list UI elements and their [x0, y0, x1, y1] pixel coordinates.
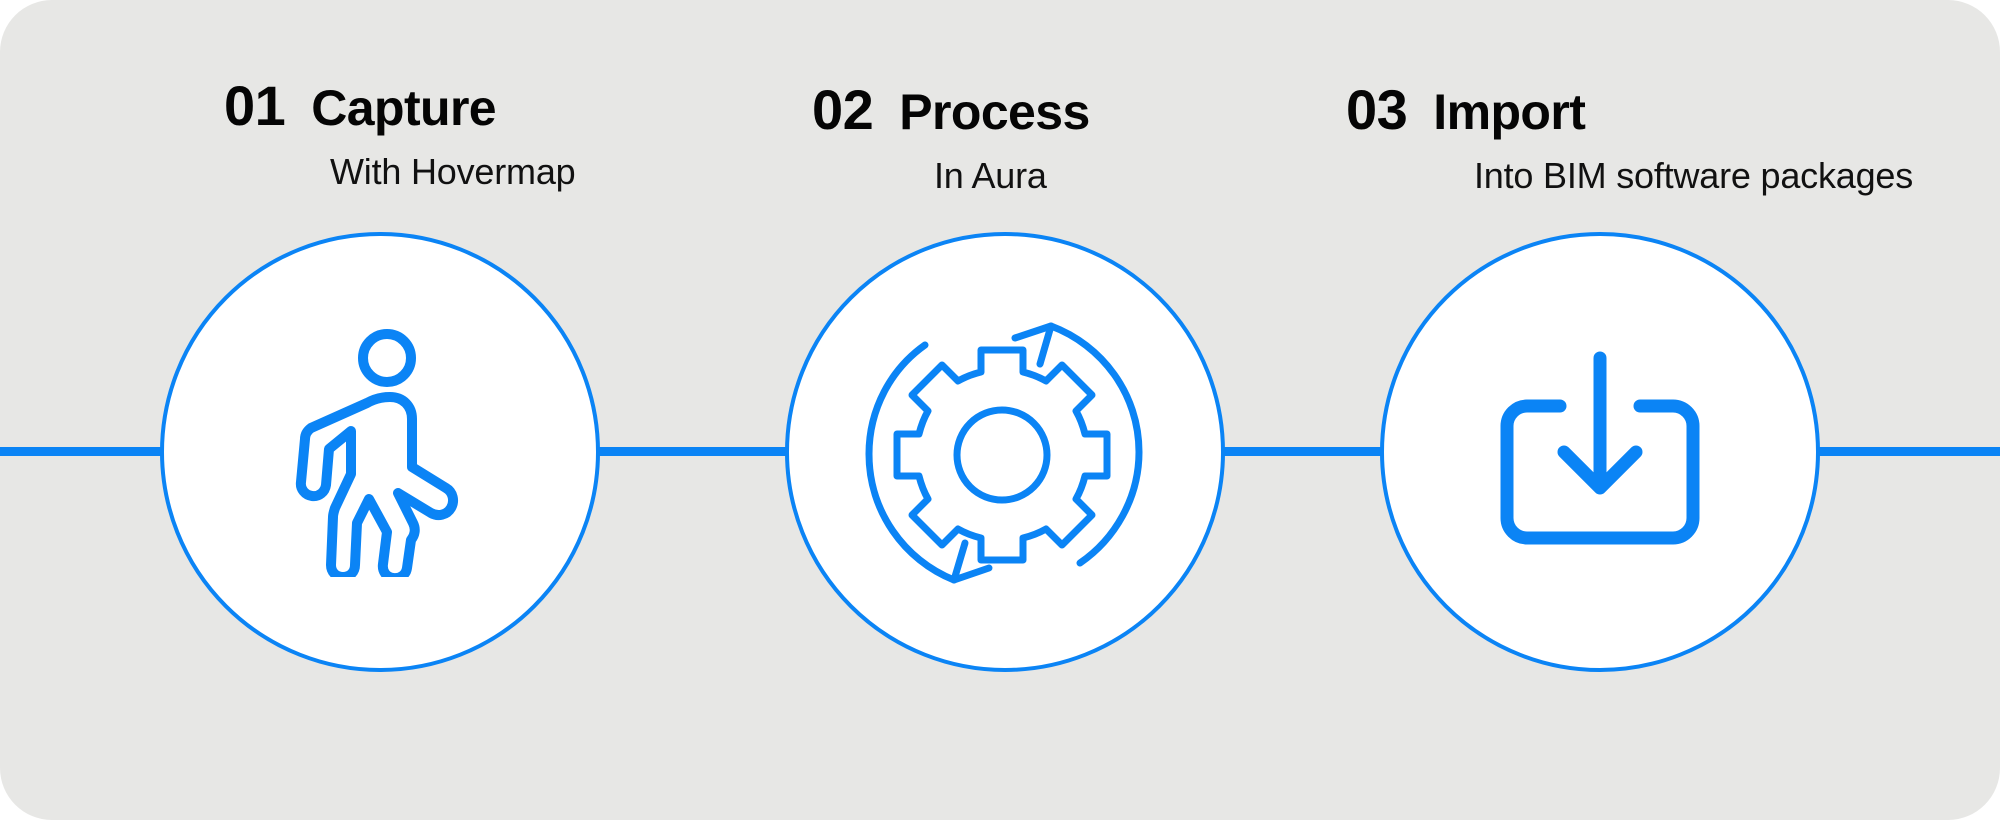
step-circle-process[interactable]: [785, 232, 1225, 672]
step-subtitle: In Aura: [934, 155, 1047, 196]
step-number: 03: [1346, 78, 1408, 141]
step-circle-import[interactable]: [1380, 232, 1820, 672]
step-heading: 02 Process: [812, 82, 1090, 138]
step-heading: 03 Import: [1346, 82, 1913, 138]
gear-rotation-icon: [865, 322, 1143, 584]
step-subtitle: With Hovermap: [330, 151, 576, 192]
step-circle-capture[interactable]: [160, 232, 600, 672]
step-subtitle: Into BIM software packages: [1474, 155, 1914, 196]
step-title: Process: [899, 84, 1090, 140]
walking-person-icon: [295, 329, 459, 577]
step-label-import: 03 Import Into BIM software packages: [1346, 82, 1913, 194]
step-number: 02: [812, 78, 874, 141]
step-number: 01: [224, 74, 286, 137]
step-label-process: 02 Process In Aura: [812, 82, 1090, 194]
step-heading: 01 Capture: [224, 78, 575, 134]
step-title: Import: [1433, 84, 1586, 140]
download-tray-icon: [1500, 351, 1700, 545]
step-label-capture: 01 Capture With Hovermap: [224, 78, 576, 192]
step-title: Capture: [311, 80, 497, 136]
